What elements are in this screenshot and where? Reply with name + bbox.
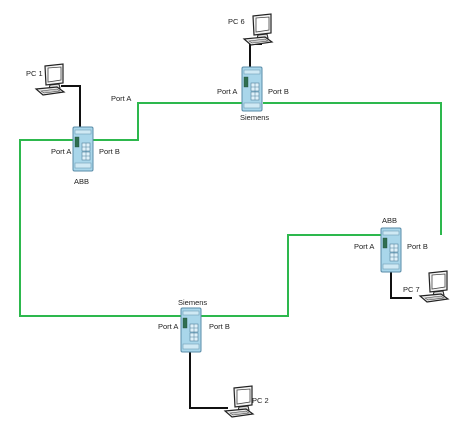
siemens-bottom-vendor-label: Siemens	[178, 298, 207, 307]
siemens-top-relay-icon[interactable]	[241, 66, 263, 112]
siemens-bottom-relay-icon[interactable]	[180, 307, 202, 353]
pc6-label: PC 6	[228, 17, 245, 26]
pc-link-pc7	[390, 270, 412, 299]
pc2-computer-icon[interactable]	[224, 385, 254, 418]
pc2-label: PC 2	[252, 396, 269, 405]
ring-link-abb-left-to-siemens-bottom	[19, 139, 181, 317]
abb-right-port-a-label: Port A	[354, 242, 374, 251]
ring-link-siemens-bottom-to-abb-right	[201, 234, 401, 317]
ring-link-siemens-top-to-abb-right	[263, 102, 442, 235]
ring-link-abb-left-to-siemens-top	[93, 102, 243, 141]
pc7-label: PC 7	[403, 285, 420, 294]
abb-left-relay-icon[interactable]	[72, 126, 94, 172]
pc-link-pc1	[61, 85, 81, 130]
pc1-label: PC 1	[26, 69, 43, 78]
abb-left-vendor-label: ABB	[74, 177, 89, 186]
abb-left-port-a-label: Port A	[51, 147, 71, 156]
ring-port-a-label: Port A	[111, 94, 131, 103]
siemens-top-port-a-label: Port A	[217, 87, 237, 96]
abb-right-relay-icon[interactable]	[380, 227, 402, 273]
abb-left-port-b-label: Port B	[99, 147, 120, 156]
pc-link-pc6	[249, 43, 262, 70]
abb-right-port-b-label: Port B	[407, 242, 428, 251]
siemens-top-port-b-label: Port B	[268, 87, 289, 96]
pc6-computer-icon[interactable]	[243, 13, 273, 46]
siemens-bottom-port-b-label: Port B	[209, 322, 230, 331]
pc-link-pc2	[189, 352, 228, 409]
pc7-computer-icon[interactable]	[419, 270, 449, 303]
siemens-top-vendor-label: Siemens	[240, 113, 269, 122]
siemens-bottom-port-a-label: Port A	[158, 322, 178, 331]
abb-right-vendor-label: ABB	[382, 216, 397, 225]
